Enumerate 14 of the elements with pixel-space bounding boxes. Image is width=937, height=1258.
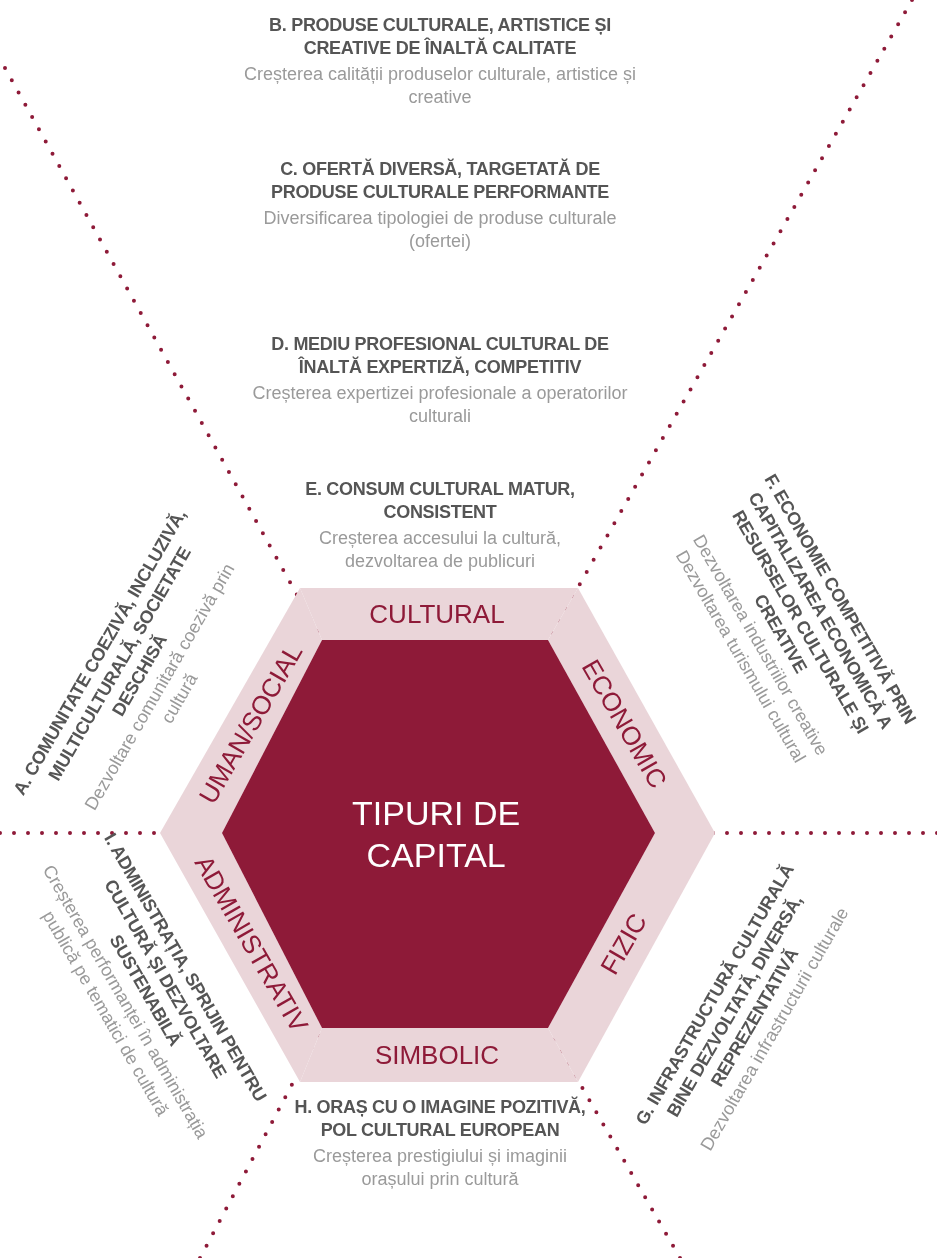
objective-description: Diversificarea tipologiei de produse culturale (ofertei) [262, 207, 618, 253]
segment-label: SIMBOLIC [374, 1039, 500, 1071]
objective-description: Creșterea calității produselor culturale, artistice și creative [242, 63, 638, 109]
objective-heading: B. PRODUSE CULTURALE, ARTISTICE ȘI CREATIVE DE ÎNALTĂ CALITATE [268, 14, 612, 60]
hexagon-band-segment [300, 588, 578, 640]
objective-description: Creșterea expertizei profesionale a operatorilor culturali [251, 382, 629, 428]
objective-description: Creșterea accesului la cultură, dezvoltarea de publicuri [317, 527, 563, 573]
segment-label: CULTURAL [369, 598, 505, 630]
objective-heading: H. ORAȘ CU O IMAGINE POZITIVĂ, POL CULTURAL EUROPEAN [293, 1096, 587, 1142]
objective-heading: C. OFERTĂ DIVERSĂ, TARGETATĂ DE PRODUSE CULTURALE PERFORMANTE [270, 158, 610, 204]
objective-heading: E. CONSUM CULTURAL MATUR, CONSISTENT [304, 478, 576, 524]
objective-heading: D. MEDIU PROFESIONAL CULTURAL DE ÎNALTĂ EXPERTIZĂ, COMPETITIV [270, 333, 610, 379]
center-title: TIPURI DE CAPITAL [351, 792, 522, 876]
objective-description: Creșterea prestigiului și imaginii orașului prin cultură [311, 1145, 569, 1191]
